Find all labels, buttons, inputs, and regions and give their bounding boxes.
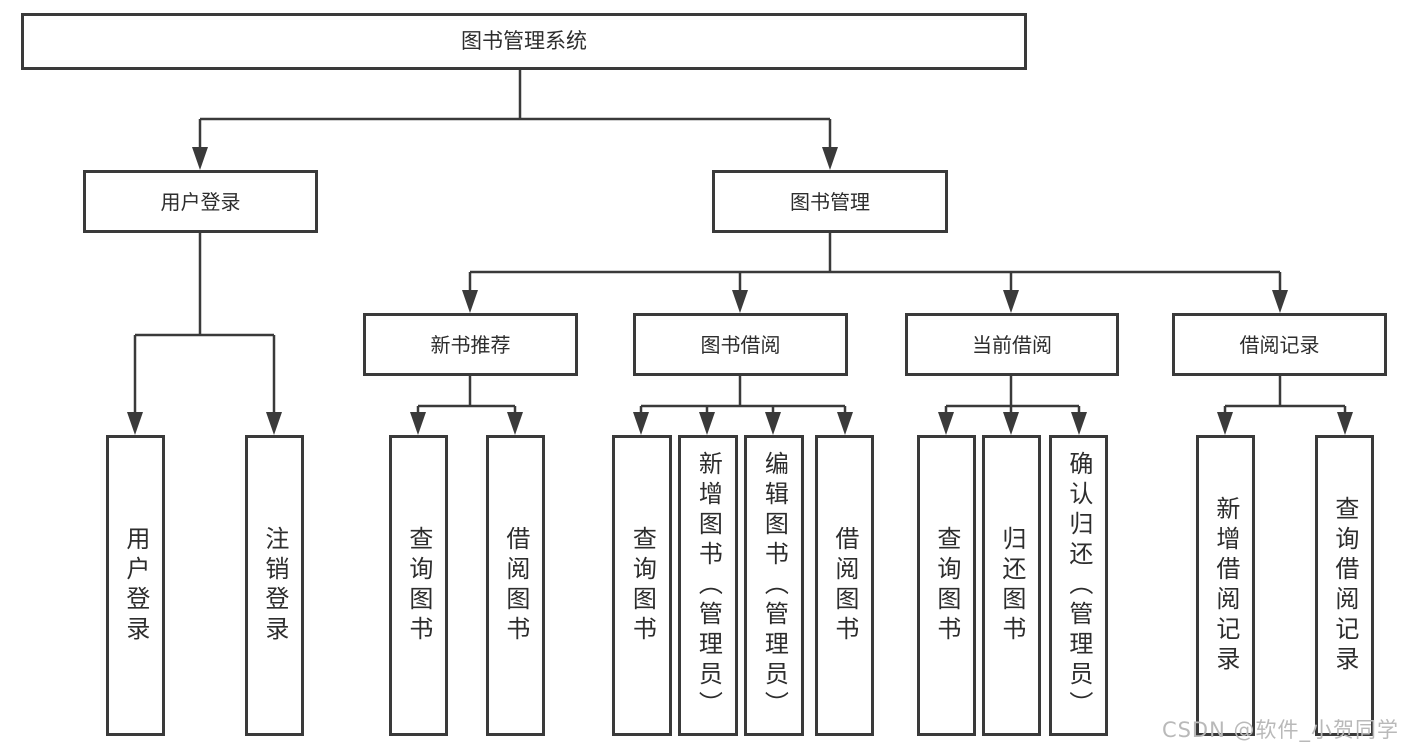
node-user-login: 用户登录	[83, 170, 318, 233]
leaf-borrow-books: 借阅图书	[815, 435, 874, 736]
leaf-logout: 注销登录	[245, 435, 304, 736]
arrowheads	[127, 147, 1353, 435]
leaf-add-book-admin: 新增图书（管理员）	[678, 435, 738, 736]
leaf-borrow-books-recommend: 借阅图书	[486, 435, 545, 736]
node-new-book-recommendation: 新书推荐	[363, 313, 578, 376]
leaf-query-books-borrowing: 查询图书	[612, 435, 672, 736]
node-book-borrowing: 图书借阅	[633, 313, 848, 376]
node-borrowing-records: 借阅记录	[1172, 313, 1387, 376]
leaf-query-books-current: 查询图书	[917, 435, 976, 736]
leaf-return-books: 归还图书	[982, 435, 1041, 736]
leaf-add-borrow-record: 新增借阅记录	[1196, 435, 1255, 736]
leaf-query-borrow-record: 查询借阅记录	[1315, 435, 1374, 736]
node-book-management: 图书管理	[712, 170, 948, 233]
leaf-user-login: 用户登录	[106, 435, 165, 736]
leaf-edit-book-admin: 编辑图书（管理员）	[744, 435, 804, 736]
node-current-borrowing: 当前借阅	[905, 313, 1119, 376]
node-library-management-system: 图书管理系统	[21, 13, 1027, 70]
csdn-watermark: CSDN @软件_小贺同学	[1161, 718, 1399, 742]
leaf-query-books-recommend: 查询图书	[389, 435, 448, 736]
leaf-confirm-return-admin: 确认归还（管理员）	[1049, 435, 1108, 736]
